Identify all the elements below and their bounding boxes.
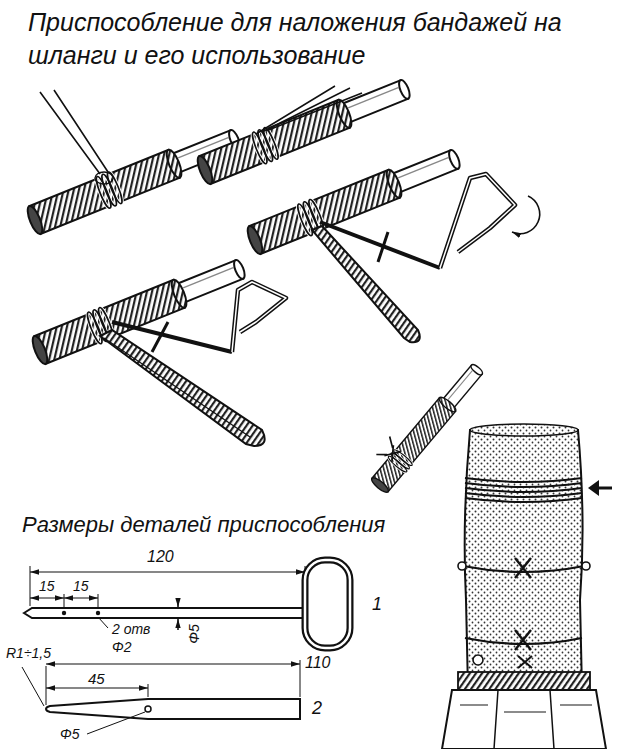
hose-on-fitting-part xyxy=(465,478,582,502)
dimension-label: 110 xyxy=(305,654,331,672)
hose-step-2-part xyxy=(256,86,362,134)
part-1-drawing-part xyxy=(30,571,305,572)
hose-step-4-part-part xyxy=(245,144,464,256)
hose-step-2-part-part xyxy=(195,74,414,186)
hose-on-fitting-part xyxy=(470,424,578,436)
hose-on-fitting-part xyxy=(494,690,554,749)
hose-on-fitting-part xyxy=(582,562,590,570)
hose-step-4-part xyxy=(440,174,515,268)
dimension-label: 15 xyxy=(73,578,89,594)
part-number: 1 xyxy=(372,594,382,615)
part-1-drawing-part xyxy=(98,617,108,628)
part-1-drawing-part xyxy=(30,598,64,599)
part-2-drawing-part xyxy=(148,684,149,697)
hose-step-4 xyxy=(244,142,540,342)
part-2-drawing xyxy=(22,660,300,734)
part-1-drawing-part xyxy=(62,611,66,615)
hose-finished-part-part xyxy=(375,436,403,465)
dimension-label: 45 xyxy=(88,670,105,687)
hose-on-fitting-part xyxy=(473,655,483,665)
part-1-drawing-part xyxy=(30,566,305,606)
hose-on-fitting-part xyxy=(465,430,583,690)
part-1-drawing-part xyxy=(178,619,179,630)
part-1-drawing-part xyxy=(178,598,179,630)
hose-step-4-part xyxy=(440,174,515,268)
page-title: Приспособление для наложения бандажей на… xyxy=(28,6,613,72)
hose-on-fitting-part xyxy=(458,562,466,570)
part-1-drawing-part xyxy=(178,598,179,607)
hose-step-3-part xyxy=(152,322,168,352)
dimension-label: 15 xyxy=(39,578,55,594)
part-1-drawing-part xyxy=(96,611,100,615)
part-2-drawing-part xyxy=(22,667,44,706)
hose-on-fitting-part xyxy=(518,656,532,668)
hose-step-3-part xyxy=(112,322,232,352)
part-1-drawing-part xyxy=(64,598,98,599)
hose-on-fitting-part xyxy=(460,705,592,712)
dimension-label: 2 отв xyxy=(112,621,150,637)
part-number: 2 xyxy=(312,698,322,719)
hose-step-1-part-part xyxy=(94,171,124,210)
hose-on-fitting-part xyxy=(458,672,590,690)
dimension-label: Φ5 xyxy=(60,726,80,742)
dimension-label: Φ2 xyxy=(112,639,132,655)
part-1-drawing-part xyxy=(305,560,350,648)
hose-step-2 xyxy=(194,72,414,187)
part-2-drawing-part xyxy=(46,687,148,688)
section-heading: Размеры деталей приспособления xyxy=(22,512,385,537)
part-2-drawing-part xyxy=(145,706,151,712)
part-2-drawing-part xyxy=(46,663,300,664)
hose-on-fitting-part xyxy=(442,690,606,749)
hose-on-fitting-part xyxy=(588,480,599,496)
dimension-label: R1÷1,5 xyxy=(6,645,51,661)
hose-step-1-part xyxy=(40,90,108,174)
hose-step-4-part xyxy=(320,222,440,268)
hose-step-1-part xyxy=(95,172,113,184)
hose-step-3-part xyxy=(232,282,286,352)
hose-step-3-part xyxy=(100,330,265,446)
dimension-label: 120 xyxy=(147,548,174,566)
hose-step-2-part-part xyxy=(250,126,280,165)
hose-on-fitting-part xyxy=(515,630,531,650)
hose-step-4-part xyxy=(312,226,420,342)
part-1-drawing xyxy=(24,560,350,648)
hose-step-4-part xyxy=(512,196,540,234)
hose-step-3-part xyxy=(232,282,286,352)
part-1-drawing-part xyxy=(24,608,305,618)
hose-step-4-part xyxy=(244,142,464,257)
hose-step-2-part xyxy=(194,72,414,187)
part-2-drawing-part xyxy=(87,712,145,734)
hose-step-3 xyxy=(29,252,286,446)
hose-on-fitting-part xyxy=(515,558,531,578)
hose-step-4-part xyxy=(378,232,388,262)
dimension-label: Φ5 xyxy=(186,624,202,644)
part-2-drawing-part xyxy=(46,699,300,719)
hose-on-fitting xyxy=(442,424,612,749)
part-1-drawing-part xyxy=(305,560,350,648)
